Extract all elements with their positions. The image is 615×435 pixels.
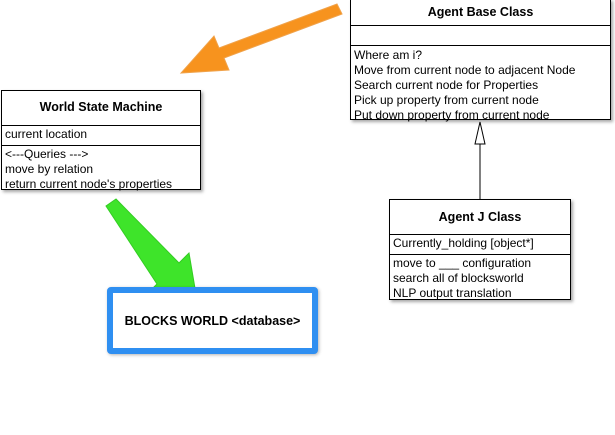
attribute-item: current location — [5, 127, 88, 141]
blocks-world-label: BLOCKS WORLD <database> — [124, 313, 301, 328]
agent-base-class-operations: Where am i? Move from current node to ad… — [351, 46, 610, 124]
operation-item: <---Queries ---> — [5, 147, 89, 161]
operation-item: move by relation — [5, 162, 94, 176]
attribute-item: Currently_holding [object*] — [393, 236, 534, 250]
agent-j-class-attributes: Currently_holding [object*] — [390, 235, 570, 255]
operation-item: Put down property from current node — [354, 108, 550, 122]
operation-item: search all of blocksworld — [393, 271, 524, 285]
operation-item: NLP output translation — [393, 286, 512, 300]
agent-base-class-box[interactable]: Agent Base Class Where am i? Move from c… — [350, 0, 611, 122]
orange-arrow — [179, 3, 343, 74]
agent-base-class-title: Agent Base Class — [351, 0, 610, 26]
operation-item: Move from current node to adjacent Node — [354, 63, 576, 77]
world-state-machine-operations: <---Queries ---> move by relation return… — [2, 146, 200, 193]
agent-base-class-attributes — [351, 26, 610, 46]
operation-item: Pick up property from current node — [354, 93, 539, 107]
operation-item: return current node's properties — [5, 177, 173, 191]
world-state-machine-attributes: current location — [2, 126, 200, 146]
operation-item: Search current node for Properties — [354, 78, 539, 92]
world-state-machine-title: World State Machine — [2, 91, 200, 126]
operation-item: move to ___ configuration — [393, 256, 532, 270]
world-state-machine-box[interactable]: World State Machine current location <--… — [1, 90, 201, 193]
operation-item: Where am i? — [354, 48, 423, 62]
agent-j-class-box[interactable]: Agent J Class Currently_holding [object*… — [389, 199, 571, 300]
agent-j-class-title: Agent J Class — [390, 200, 570, 235]
agent-j-class-operations: move to ___ configuration search all of … — [390, 255, 570, 302]
blocks-world-box[interactable]: BLOCKS WORLD <database> — [107, 287, 318, 354]
inheritance-arrowhead — [474, 121, 486, 145]
